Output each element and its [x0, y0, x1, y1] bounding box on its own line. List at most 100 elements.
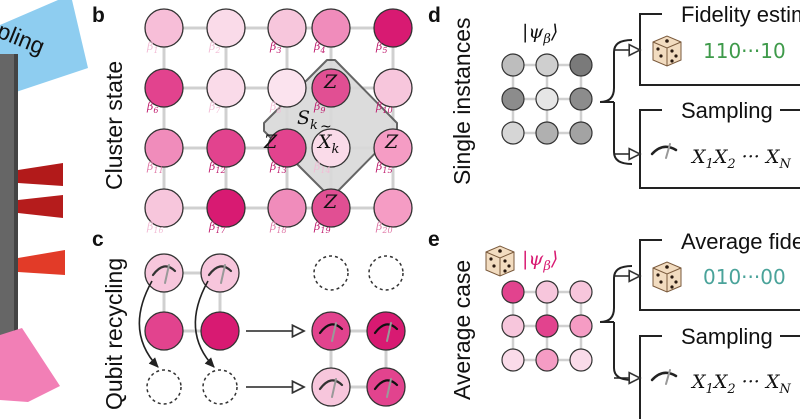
cluster-qubit	[206, 128, 246, 168]
qubit	[535, 314, 559, 338]
beta-subscript: 14	[320, 166, 330, 175]
qubit	[200, 311, 240, 351]
beta-subscript: 2	[214, 46, 220, 55]
meter-needle	[331, 378, 337, 398]
qubit-measured	[200, 253, 240, 293]
z-left: Z	[263, 131, 278, 153]
cluster-qubit	[144, 128, 184, 168]
beta-subscript: 11	[153, 166, 163, 175]
cluster-qubit	[373, 128, 413, 168]
qubit	[535, 280, 559, 304]
cluster-qubit	[206, 188, 246, 228]
beta-subscript: 4	[319, 46, 325, 55]
cluster-qubit	[206, 68, 246, 108]
z-bottom: Z	[323, 191, 338, 213]
dice-icon	[652, 261, 682, 293]
qubit	[569, 53, 593, 77]
cluster-qubit	[144, 188, 184, 228]
panel-e-ket: |ψβ⟩	[522, 248, 558, 274]
panel-e-label: e	[428, 228, 440, 251]
panel-c-label: c	[92, 228, 104, 251]
qubit	[569, 121, 593, 145]
panel-d-label: d	[428, 4, 441, 27]
panel-d-title: Single instances	[449, 18, 475, 186]
qubit-measured	[366, 311, 406, 351]
cluster-qubit	[267, 128, 307, 168]
meter-needle	[386, 378, 392, 398]
dice-icon	[485, 245, 515, 277]
blue-beam	[0, 0, 88, 92]
meter-arc	[207, 265, 233, 277]
panel-b-title: Cluster state	[101, 61, 127, 190]
qubit-measured	[366, 367, 406, 407]
beta-subscript: 20	[381, 226, 392, 235]
meter-needle	[331, 322, 337, 342]
box-e1-bits: 010···00	[703, 265, 786, 289]
box-d1-title: Fidelity estim	[681, 2, 800, 27]
cluster-qubit	[267, 8, 307, 48]
stabilizer-s-label: Sk	[297, 107, 318, 133]
device-edge	[14, 54, 18, 364]
qubit	[501, 348, 525, 372]
beta-subscript: 13	[276, 166, 286, 175]
cluster-qubit	[311, 188, 351, 228]
cluster-qubit	[373, 188, 413, 228]
panel-d: d Single instances |ψβ⟩ Fidelity estim 1…	[428, 2, 800, 189]
device-body	[0, 54, 16, 364]
cluster-qubit	[373, 8, 413, 48]
qubit-empty	[368, 255, 404, 291]
cluster-qubit	[267, 68, 307, 108]
panel-e-title: Average case	[449, 260, 475, 400]
panel-c-title: Qubit recycling	[101, 258, 127, 410]
red-beam-2	[18, 195, 63, 218]
brace-e	[599, 265, 633, 381]
recycle-arrow	[194, 280, 215, 368]
x-center: Xk	[316, 131, 340, 157]
box-d2-obs: X1X2 ··· XN	[690, 146, 791, 172]
panel-a: pling	[0, 0, 88, 402]
beta-subscript: 5	[382, 46, 387, 55]
qubit	[144, 311, 184, 351]
cluster-nodes	[144, 8, 413, 228]
qubit	[501, 280, 525, 304]
box-e2-obs: X1X2 ··· XN	[690, 371, 791, 397]
beta-subscript: 15	[382, 166, 392, 175]
meter-arc	[373, 379, 399, 391]
qubit	[501, 53, 525, 77]
qubit	[535, 121, 559, 145]
meter-arc	[151, 265, 177, 277]
average-case-grid	[501, 280, 593, 372]
qubit	[535, 348, 559, 372]
qubit-measured	[144, 253, 184, 293]
cluster-qubit	[311, 8, 351, 48]
recycle-arrow	[138, 280, 159, 368]
meter-needle	[386, 322, 392, 342]
beta-subscript: 8	[276, 106, 281, 115]
red-beam-1	[18, 163, 63, 186]
box-e2-frame	[639, 335, 662, 419]
z-right: Z	[384, 131, 399, 153]
qubit	[569, 87, 593, 111]
qubit	[569, 280, 593, 304]
panel-d-ket: |ψβ⟩	[522, 21, 558, 47]
meter-needle	[220, 264, 226, 284]
box-d2-title: Sampling	[681, 98, 773, 123]
x-tilde: ~	[320, 119, 332, 135]
qubit-empty	[202, 369, 238, 405]
beta-subscript: 9	[320, 106, 325, 115]
beta-subscript: 7	[215, 106, 221, 115]
meter-arc	[318, 323, 344, 335]
beta-subscript: 16	[153, 226, 163, 235]
beta-subscript: 3	[276, 46, 281, 55]
cluster-qubit	[373, 68, 413, 108]
box-d1-bits: 110···10	[703, 39, 786, 63]
cluster-qubit	[267, 188, 307, 228]
box-e1-title: Average fide	[681, 229, 800, 254]
qubit	[569, 314, 593, 338]
qubit	[501, 87, 525, 111]
qubit	[535, 53, 559, 77]
qubit	[501, 314, 525, 338]
beta-subscript: 19	[320, 226, 330, 235]
